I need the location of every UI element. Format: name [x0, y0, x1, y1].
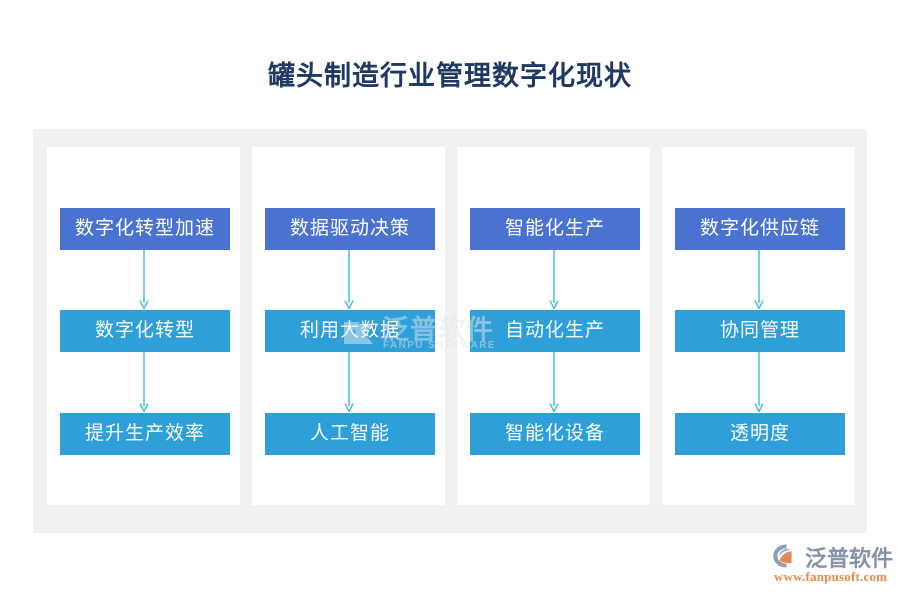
flow-node[interactable]: 提升生产效率 — [60, 413, 230, 455]
flow-node[interactable]: 人工智能 — [265, 413, 435, 455]
flow-arrow-down-icon — [457, 250, 650, 310]
flow-arrow-down-icon — [662, 250, 855, 310]
flow-node[interactable]: 智能化生产 — [470, 208, 640, 250]
flow-arrow-down-icon — [252, 250, 445, 310]
flow-column: 数字化转型加速数字化转型提升生产效率 — [47, 147, 240, 505]
flow-arrow-down-icon — [47, 250, 240, 310]
flow-column: 数字化供应链协同管理透明度 — [662, 147, 855, 505]
flow-node[interactable]: 自动化生产 — [470, 310, 640, 352]
flow-arrow-down-icon — [47, 352, 240, 413]
flow-node[interactable]: 智能化设备 — [470, 413, 640, 455]
flow-columns: 数字化转型加速数字化转型提升生产效率数据驱动决策利用大数据人工智能智能化生产自动… — [47, 147, 855, 505]
flow-node[interactable]: 数据驱动决策 — [265, 208, 435, 250]
flow-arrow-down-icon — [662, 352, 855, 413]
flow-node[interactable]: 透明度 — [675, 413, 845, 455]
brand-logo: 泛普软件 www.fanpusoft.com — [772, 541, 894, 587]
flow-arrow-down-icon — [252, 352, 445, 413]
flow-node[interactable]: 协同管理 — [675, 310, 845, 352]
fanpu-logo-icon — [772, 543, 802, 574]
flow-node[interactable]: 数字化转型加速 — [60, 208, 230, 250]
flow-node[interactable]: 数字化转型 — [60, 310, 230, 352]
flow-column: 智能化生产自动化生产智能化设备 — [457, 147, 650, 505]
brand-url-text: www.fanpusoft.com — [774, 569, 888, 584]
brand-cn-text: 泛普软件 — [805, 546, 894, 571]
flow-column: 数据驱动决策利用大数据人工智能 — [252, 147, 445, 505]
flow-node[interactable]: 数字化供应链 — [675, 208, 845, 250]
flow-arrow-down-icon — [457, 352, 650, 413]
flow-node[interactable]: 利用大数据 — [265, 310, 435, 352]
page-title: 罐头制造行业管理数字化现状 — [268, 61, 632, 91]
